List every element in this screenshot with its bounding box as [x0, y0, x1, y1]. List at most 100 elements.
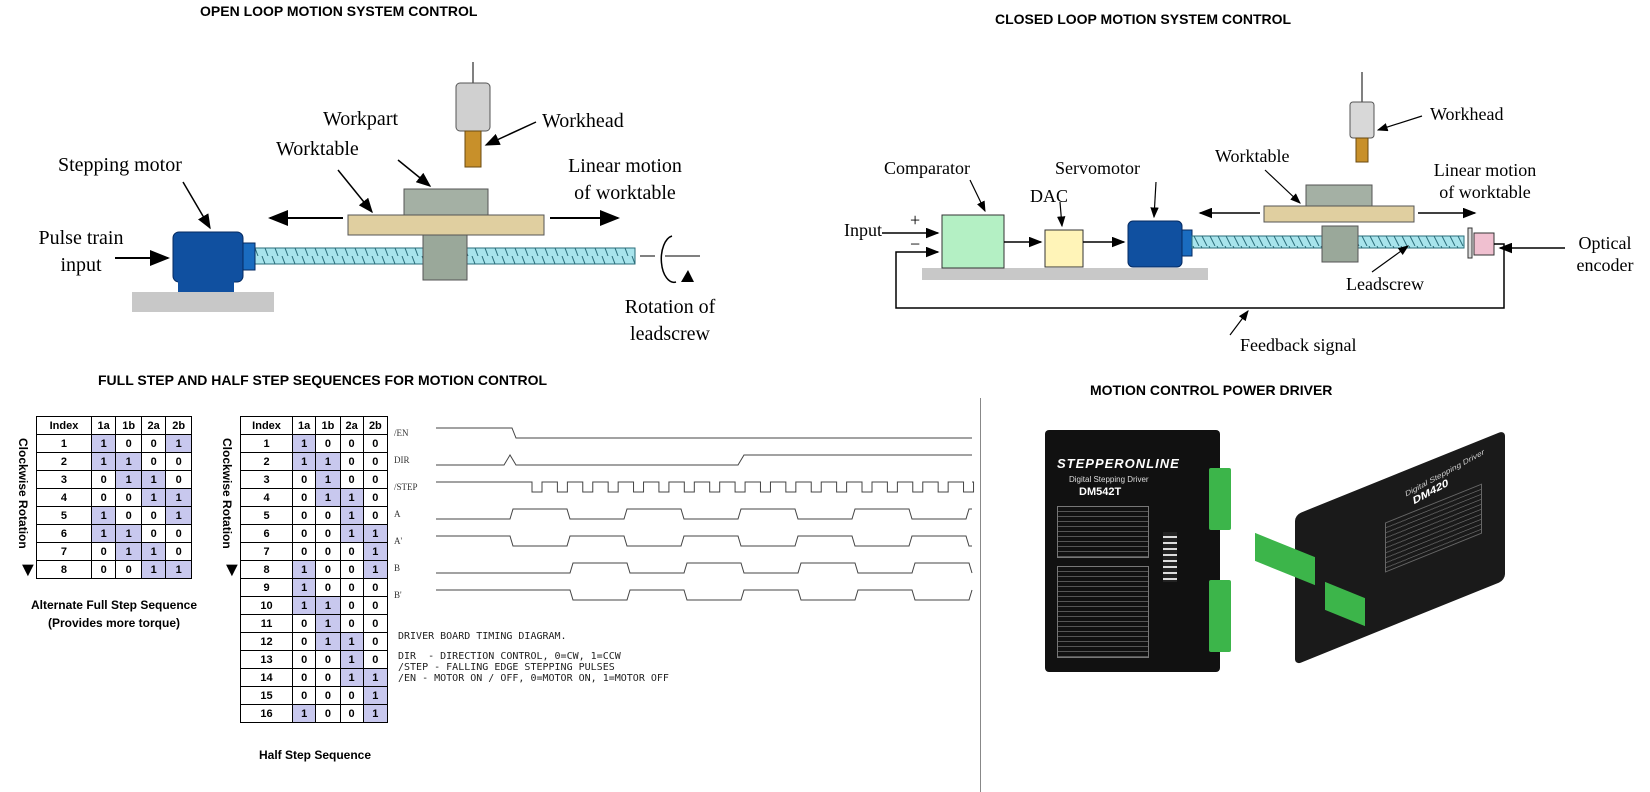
feedback-label: Feedback signal [1240, 335, 1357, 355]
half-step-cell: 3 [239, 470, 294, 489]
servomotor-label: Servomotor [1055, 158, 1140, 178]
full-step-cell: 1 [90, 434, 117, 453]
half-step-cell: 0 [362, 488, 389, 507]
half-step-cell: 0 [292, 506, 317, 525]
optical-encoder-label: Optical encoder [1565, 233, 1645, 276]
full-step-cell: 0 [140, 524, 167, 543]
servomotor [1127, 220, 1183, 268]
full-step-cell: 1 [90, 524, 117, 543]
half-step-cell: 5 [239, 506, 294, 525]
full-step-cell: 0 [140, 434, 167, 453]
worktable-pointer-2 [1264, 169, 1301, 204]
comparator-block [941, 214, 1005, 269]
half-step-cell: 0 [362, 578, 389, 597]
half-step-cell: 1 [315, 614, 341, 633]
half-step-cell: 0 [339, 560, 364, 579]
timing-wave-b [436, 562, 973, 574]
servo-flange [1181, 229, 1193, 257]
half-step-cell: 0 [292, 524, 317, 543]
stepping-motor [172, 231, 244, 283]
half-step-cell: 1 [362, 524, 389, 543]
full-step-header-index: Index [36, 416, 92, 435]
full-step-cell: 1 [115, 452, 142, 471]
half-step-cell: 0 [315, 542, 341, 561]
full-step-cell: 1 [90, 506, 117, 525]
half-step-cell: 1 [292, 704, 317, 723]
dac-pointer [1057, 201, 1066, 228]
half-step-cell: 1 [292, 578, 317, 597]
linear-motion-line-1: Linear motion [568, 155, 682, 177]
optical-encoder [1473, 232, 1495, 256]
half-step-cell: 0 [292, 542, 317, 561]
driver-dm542t: STEPPERONLINE Digital Stepping Driver DM… [1045, 430, 1231, 672]
closed-loop-diagram: Comparator Servomotor DAC Worktable Work… [840, 30, 1645, 370]
closed-loop-svg [882, 72, 1565, 336]
full-step-cell: 5 [36, 506, 92, 525]
driver-dm420: Digital Stepping Driver DM420 [1255, 430, 1515, 665]
half-step-cell: 1 [292, 596, 317, 615]
full-step-caption: Alternate Full Step Sequence (Provides m… [14, 596, 214, 632]
timing-note-line-3: /EN - MOTOR ON / OFF, 0=MOTOR ON, 1=MOTO… [398, 673, 669, 684]
workhead [455, 82, 491, 132]
half-step-cell: 6 [239, 524, 294, 543]
driver-title: MOTION CONTROL POWER DRIVER [1090, 382, 1333, 398]
timing-signal-label: A' [394, 536, 402, 546]
half-step-cell: 16 [239, 704, 294, 723]
timing-signal-label: DIR [394, 455, 410, 465]
half-step-cell: 1 [339, 506, 364, 525]
worktable [347, 214, 545, 236]
cutting-tool [464, 130, 482, 168]
full-step-cell: 1 [115, 524, 142, 543]
leadscrew-label: Leadscrew [1346, 274, 1424, 294]
rotation-line-1: Rotation of [624, 296, 716, 318]
half-step-cell: 0 [339, 704, 364, 723]
half-step-cell: 9 [239, 578, 294, 597]
closed-nut [1321, 225, 1359, 263]
full-step-cell: 0 [115, 506, 142, 525]
full-step-cell: 4 [36, 488, 92, 507]
half-step-cell: 0 [362, 632, 389, 651]
workpart-pointer [397, 159, 432, 187]
closed-workhead-label: Workhead [1430, 104, 1504, 124]
full-step-cell: 0 [165, 470, 192, 489]
full-step-cell: 6 [36, 524, 92, 543]
half-step-cell: 1 [362, 686, 389, 705]
timing-wave-b [436, 589, 973, 601]
half-step-header-2a: 2a [339, 416, 364, 435]
half-step-cell: 1 [362, 668, 389, 687]
full-step-cell: 0 [165, 452, 192, 471]
stepping-motor-label: Stepping motor [58, 154, 182, 176]
motor-pointer [182, 181, 211, 230]
half-step-cell: 1 [292, 452, 317, 471]
worktable-label: Worktable [276, 138, 359, 160]
closed-linear-label: Linear motion of worktable [1415, 160, 1555, 203]
half-step-cell: 11 [239, 614, 294, 633]
closed-linear-line-2: of worktable [1439, 181, 1531, 202]
section-divider [980, 398, 981, 792]
half-step-cell: 0 [339, 452, 364, 471]
half-step-cell: 0 [339, 470, 364, 489]
closed-loop-title: CLOSED LOOP MOTION SYSTEM CONTROL [995, 11, 1292, 27]
full-step-cell: 1 [165, 488, 192, 507]
comparator-label: Comparator [884, 158, 970, 178]
rotation-arc [660, 235, 677, 284]
sequences-title: FULL STEP AND HALF STEP SEQUENCES FOR MO… [98, 372, 548, 388]
half-step-cell: 12 [239, 632, 294, 651]
half-step-cell: 4 [239, 488, 294, 507]
half-step-cell: 0 [292, 470, 317, 489]
half-step-down-arrow-icon: ▼ [222, 559, 242, 581]
full-step-cell: 1 [36, 434, 92, 453]
driver-left-table-2 [1057, 566, 1149, 658]
full-step-cell: 0 [90, 542, 117, 561]
driver-left-model: DM542T [1079, 486, 1122, 498]
workpart [403, 188, 489, 216]
